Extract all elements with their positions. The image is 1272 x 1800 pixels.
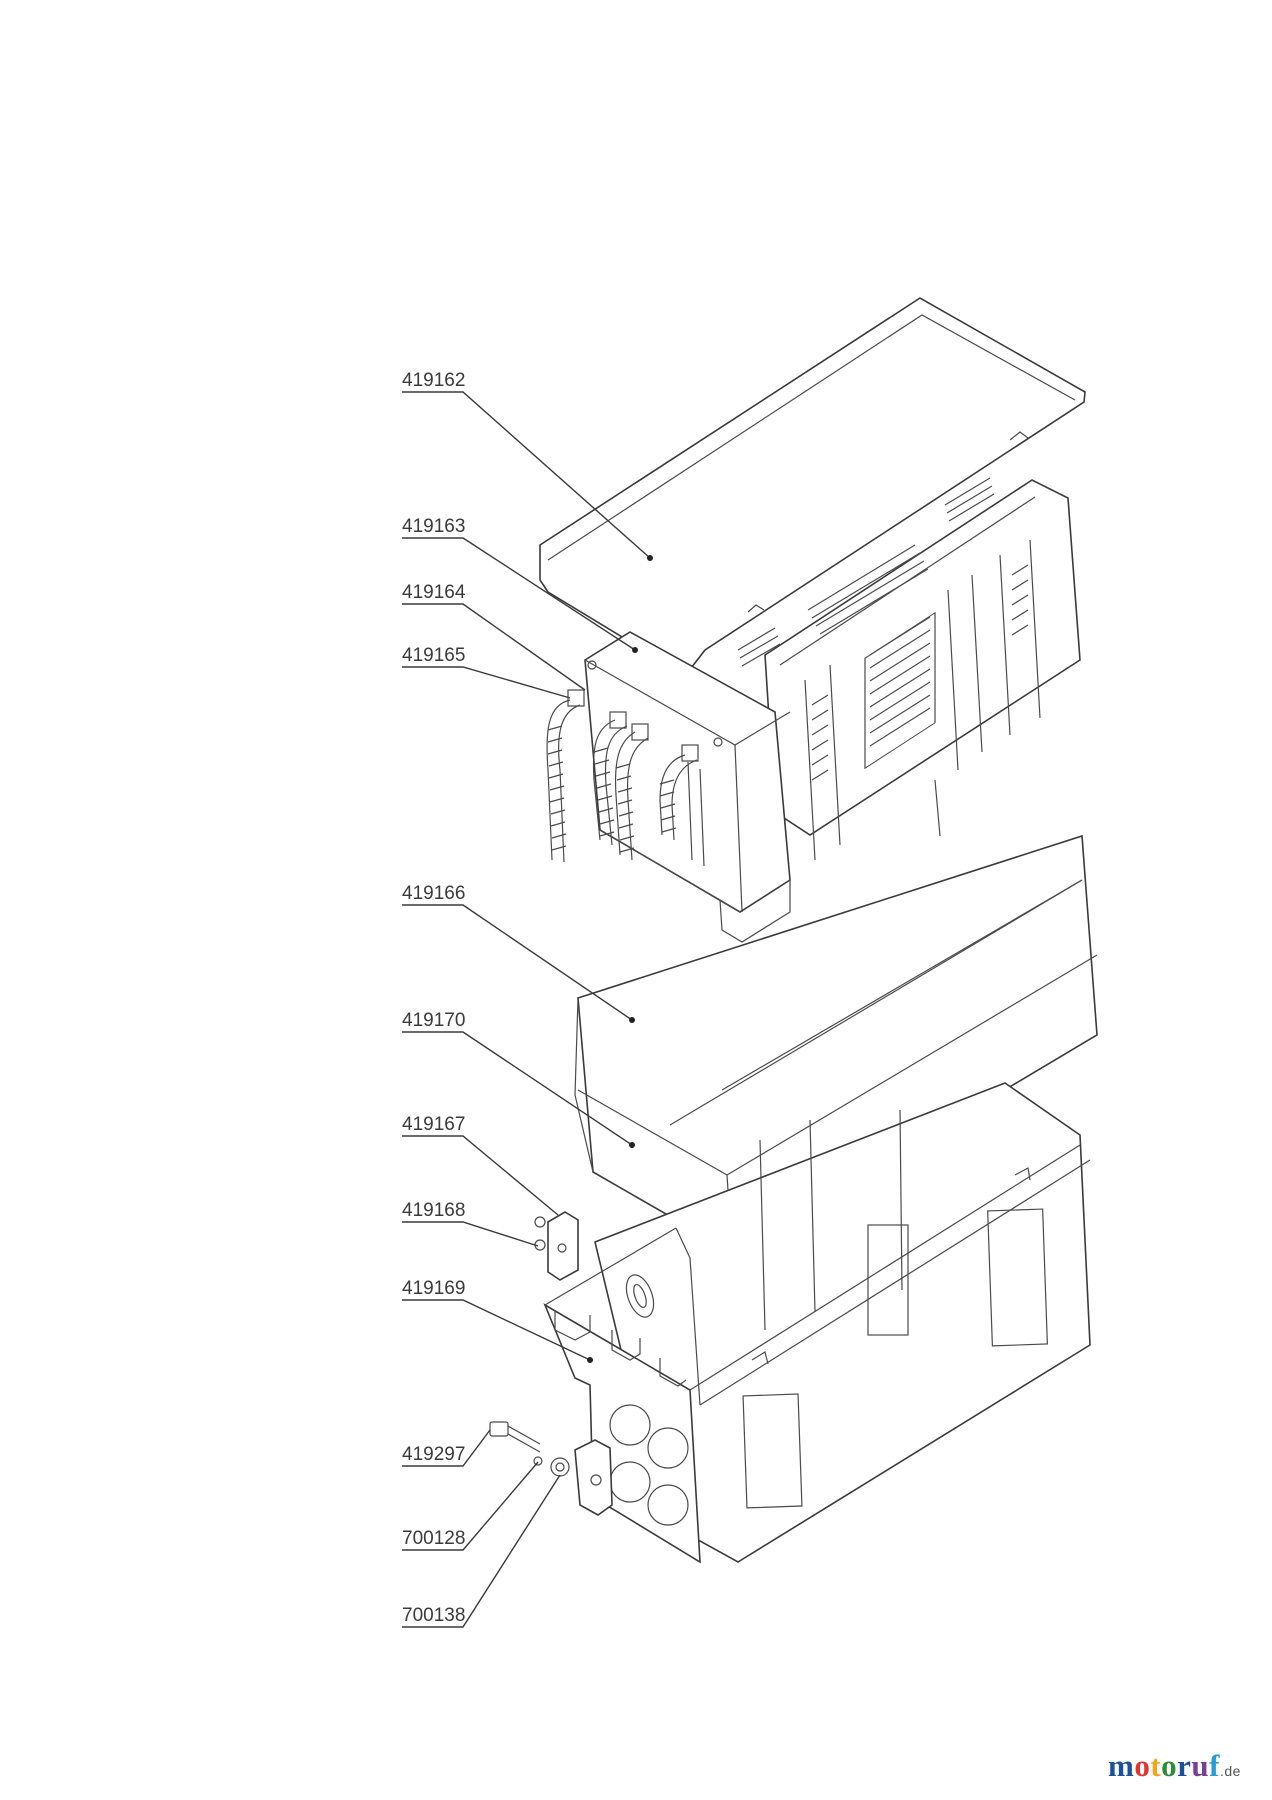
battery-body [546, 477, 1081, 943]
callout-dots [587, 555, 653, 1363]
part-label: 419170 [402, 1010, 465, 1031]
logo-domain: .de [1220, 1763, 1241, 1779]
motoruf-logo: motoruf.de [1108, 1748, 1241, 1784]
logo-letter: o [1161, 1748, 1178, 1783]
lid-cover [539, 297, 1086, 673]
part-label: 419163 [402, 516, 465, 537]
part-label: 419162 [402, 370, 465, 391]
logo-letter: m [1108, 1748, 1135, 1783]
part-label: 700138 [402, 1605, 465, 1626]
part-label: 419169 [402, 1278, 465, 1299]
mounting-bracket [574, 1439, 613, 1516]
part-label: 419168 [402, 1200, 465, 1221]
part-label: 419165 [402, 645, 465, 666]
callout-leaders [402, 391, 651, 1628]
bolt-and-washers [489, 1421, 570, 1477]
part-labels: 419162 419163 419164 419165 419166 41917… [402, 370, 466, 1626]
logo-letter: r [1177, 1748, 1192, 1783]
part-label: 419167 [402, 1114, 465, 1135]
part-label: 419297 [402, 1444, 465, 1465]
part-label: 419166 [402, 883, 465, 904]
part-label: 419164 [402, 582, 466, 603]
logo-letter: t [1150, 1748, 1162, 1783]
oval-clip [625, 1274, 655, 1318]
part-label: 700128 [402, 1528, 465, 1549]
logo-letter: o [1134, 1748, 1151, 1783]
logo-letter: u [1191, 1748, 1210, 1783]
logo-letter: f [1209, 1748, 1220, 1783]
latch-parts [534, 1211, 579, 1281]
cable-set [546, 689, 699, 863]
battery-tray [543, 1082, 1091, 1564]
